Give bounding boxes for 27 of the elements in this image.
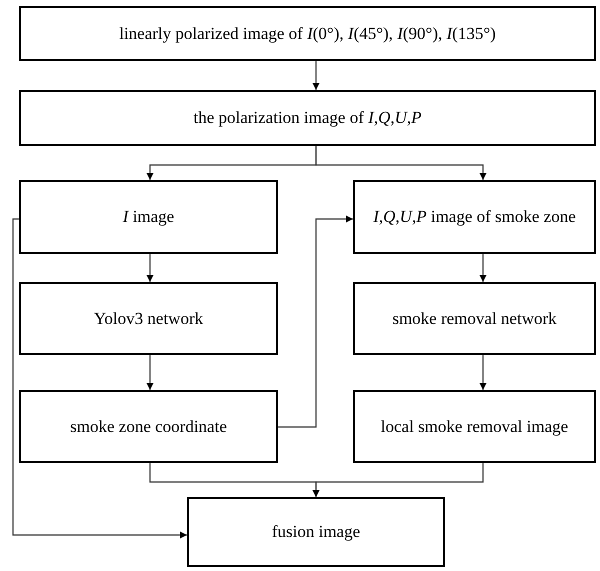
- arrow: [146, 254, 154, 282]
- box-label: local smoke removal image: [380, 416, 568, 438]
- process-box: [187, 497, 445, 567]
- arrow: [146, 355, 154, 390]
- arrow: [312, 463, 484, 497]
- process-box: [19, 390, 278, 463]
- box-label: I,Q,U,P image of smoke zone: [373, 206, 576, 228]
- box-label: the polarization image of I,Q,U,P: [193, 107, 422, 129]
- box-label: Yolov3 network: [94, 308, 204, 330]
- box-label: I image: [122, 206, 174, 228]
- process-box: [353, 390, 596, 463]
- process-box: [19, 6, 596, 61]
- process-box: [19, 282, 278, 355]
- arrow: [12, 218, 187, 538]
- arrow: [480, 254, 486, 282]
- arrow: [312, 61, 320, 90]
- process-box: [19, 90, 596, 146]
- box-label: fusion image: [272, 521, 360, 543]
- process-box: [19, 180, 278, 254]
- process-box: [353, 282, 596, 355]
- process-box: [353, 180, 596, 254]
- box-label: smoke zone coordinate: [70, 416, 227, 438]
- box-label: smoke removal network: [392, 308, 557, 330]
- arrow: [315, 146, 486, 180]
- arrow: [480, 355, 486, 390]
- box-label: linearly polarized image of I(0°), I(45°), I(90°), I(135°): [119, 22, 496, 44]
- arrow: [278, 216, 353, 428]
